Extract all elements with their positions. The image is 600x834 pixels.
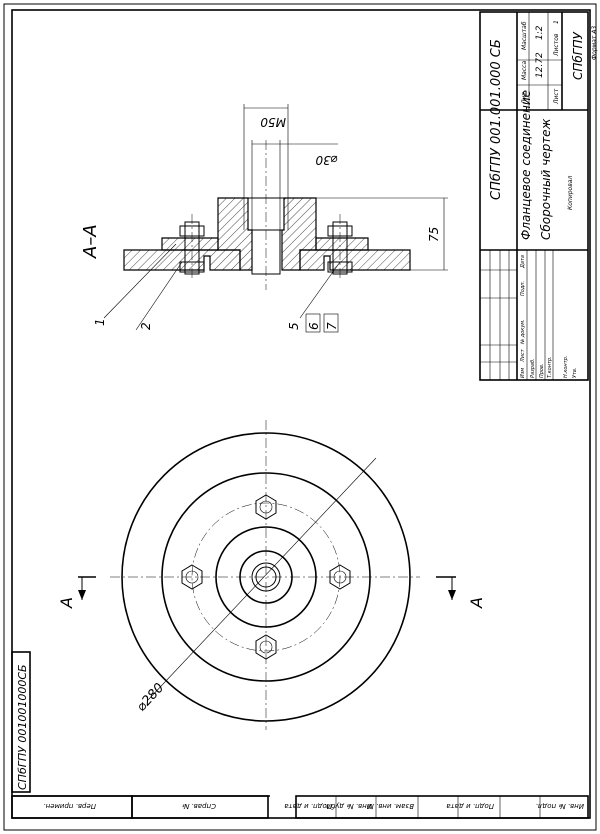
title-block: СПбГПУ 001.001.000 СБ Фланцевое соединен…	[479, 11, 598, 381]
nut-bottom	[255, 634, 277, 660]
hub-circle	[215, 526, 317, 628]
title-col-scale: Масштаб	[521, 21, 528, 50]
nut-right	[329, 564, 351, 590]
side-stamp: СПбГПУ 001001000СБ	[11, 651, 31, 793]
strip-perv: Перв. примен.	[43, 802, 96, 810]
title-row-date: Дата	[520, 255, 526, 269]
plan-view: ⌀280 А А	[57, 420, 486, 730]
title-role-4: Утв.	[572, 368, 578, 379]
title-format: Формат А3	[591, 26, 598, 60]
strip-podp1: Подп. и дата	[284, 802, 332, 810]
strip-podp2: Подп. и дата	[446, 802, 494, 810]
callout-2: 2	[139, 322, 153, 330]
bolt-left	[179, 214, 205, 280]
title-row-list: Лист	[520, 348, 526, 363]
bore-outer-circle	[239, 550, 293, 604]
title-name-line1: Фланцевое соединение	[519, 90, 533, 240]
upper-plate-right	[315, 237, 369, 251]
section-label: А–А	[80, 224, 101, 259]
flange-inner-circle	[161, 472, 371, 682]
title-mass-value: 12.72	[535, 52, 545, 78]
title-sheet-label: Лист	[553, 88, 560, 105]
title-col-lit: Лит	[521, 92, 528, 105]
bolt-circle	[191, 502, 341, 652]
callout-7: 7	[325, 322, 339, 330]
cut-marker-left: А	[57, 597, 76, 609]
callout-group-567: 5 6 7	[287, 313, 339, 333]
title-designation: СПбГПУ 001.001.000 СБ	[489, 39, 504, 200]
title-row-izm: Изм	[520, 368, 526, 378]
dim-height: 75	[427, 227, 441, 242]
title-role-0: Разраб.	[530, 358, 536, 378]
dim-outer-diameter: ⌀280	[134, 681, 167, 715]
title-sheets-value: 1	[553, 20, 560, 24]
title-col-mass: Масса	[521, 61, 528, 80]
side-stamp-text: СПбГПУ 001001000СБ	[16, 664, 29, 790]
title-row-sign: Подп.	[520, 281, 526, 296]
strip-sprav: Справ. №	[182, 802, 216, 810]
flange-outer-circle	[121, 432, 411, 722]
title-sheets-label: Листов	[553, 33, 560, 57]
upper-plate-left	[161, 237, 219, 251]
callout-5: 5	[287, 322, 301, 330]
title-copied: Копировал	[567, 176, 574, 210]
bore-inner-circle	[251, 562, 281, 592]
title-organization: СПбГПУ	[571, 31, 585, 80]
title-row-doc: № докум.	[520, 319, 526, 345]
strip-dubl: Инв. № дубл.	[324, 802, 372, 810]
section-view: А–А M50	[80, 104, 448, 333]
title-name-line2: Сборочный чертеж	[539, 118, 553, 240]
title-role-3: Н.контр.	[563, 356, 569, 378]
flange-left-section	[123, 249, 241, 271]
bottom-strip: Перв. примен. Справ. № Подп. и дата Инв.…	[11, 795, 589, 819]
title-scale-value: 1:2	[535, 25, 545, 40]
title-role-2: Т.контр.	[547, 356, 553, 378]
cut-marker-right: А	[467, 597, 486, 609]
dim-bore: ⌀30	[315, 153, 338, 167]
nut-left	[181, 564, 203, 590]
callout-6: 6	[307, 322, 321, 330]
dim-thread: M50	[260, 115, 286, 129]
strip-podl: Инв. № подл.	[536, 802, 584, 810]
outer-border	[3, 3, 597, 831]
flange-right-section	[299, 249, 411, 271]
nut-top	[255, 494, 277, 520]
strip-vzam: Взам. инв. №	[366, 802, 414, 810]
callout-1: 1	[93, 318, 107, 326]
title-role-1: Пров.	[539, 363, 545, 378]
